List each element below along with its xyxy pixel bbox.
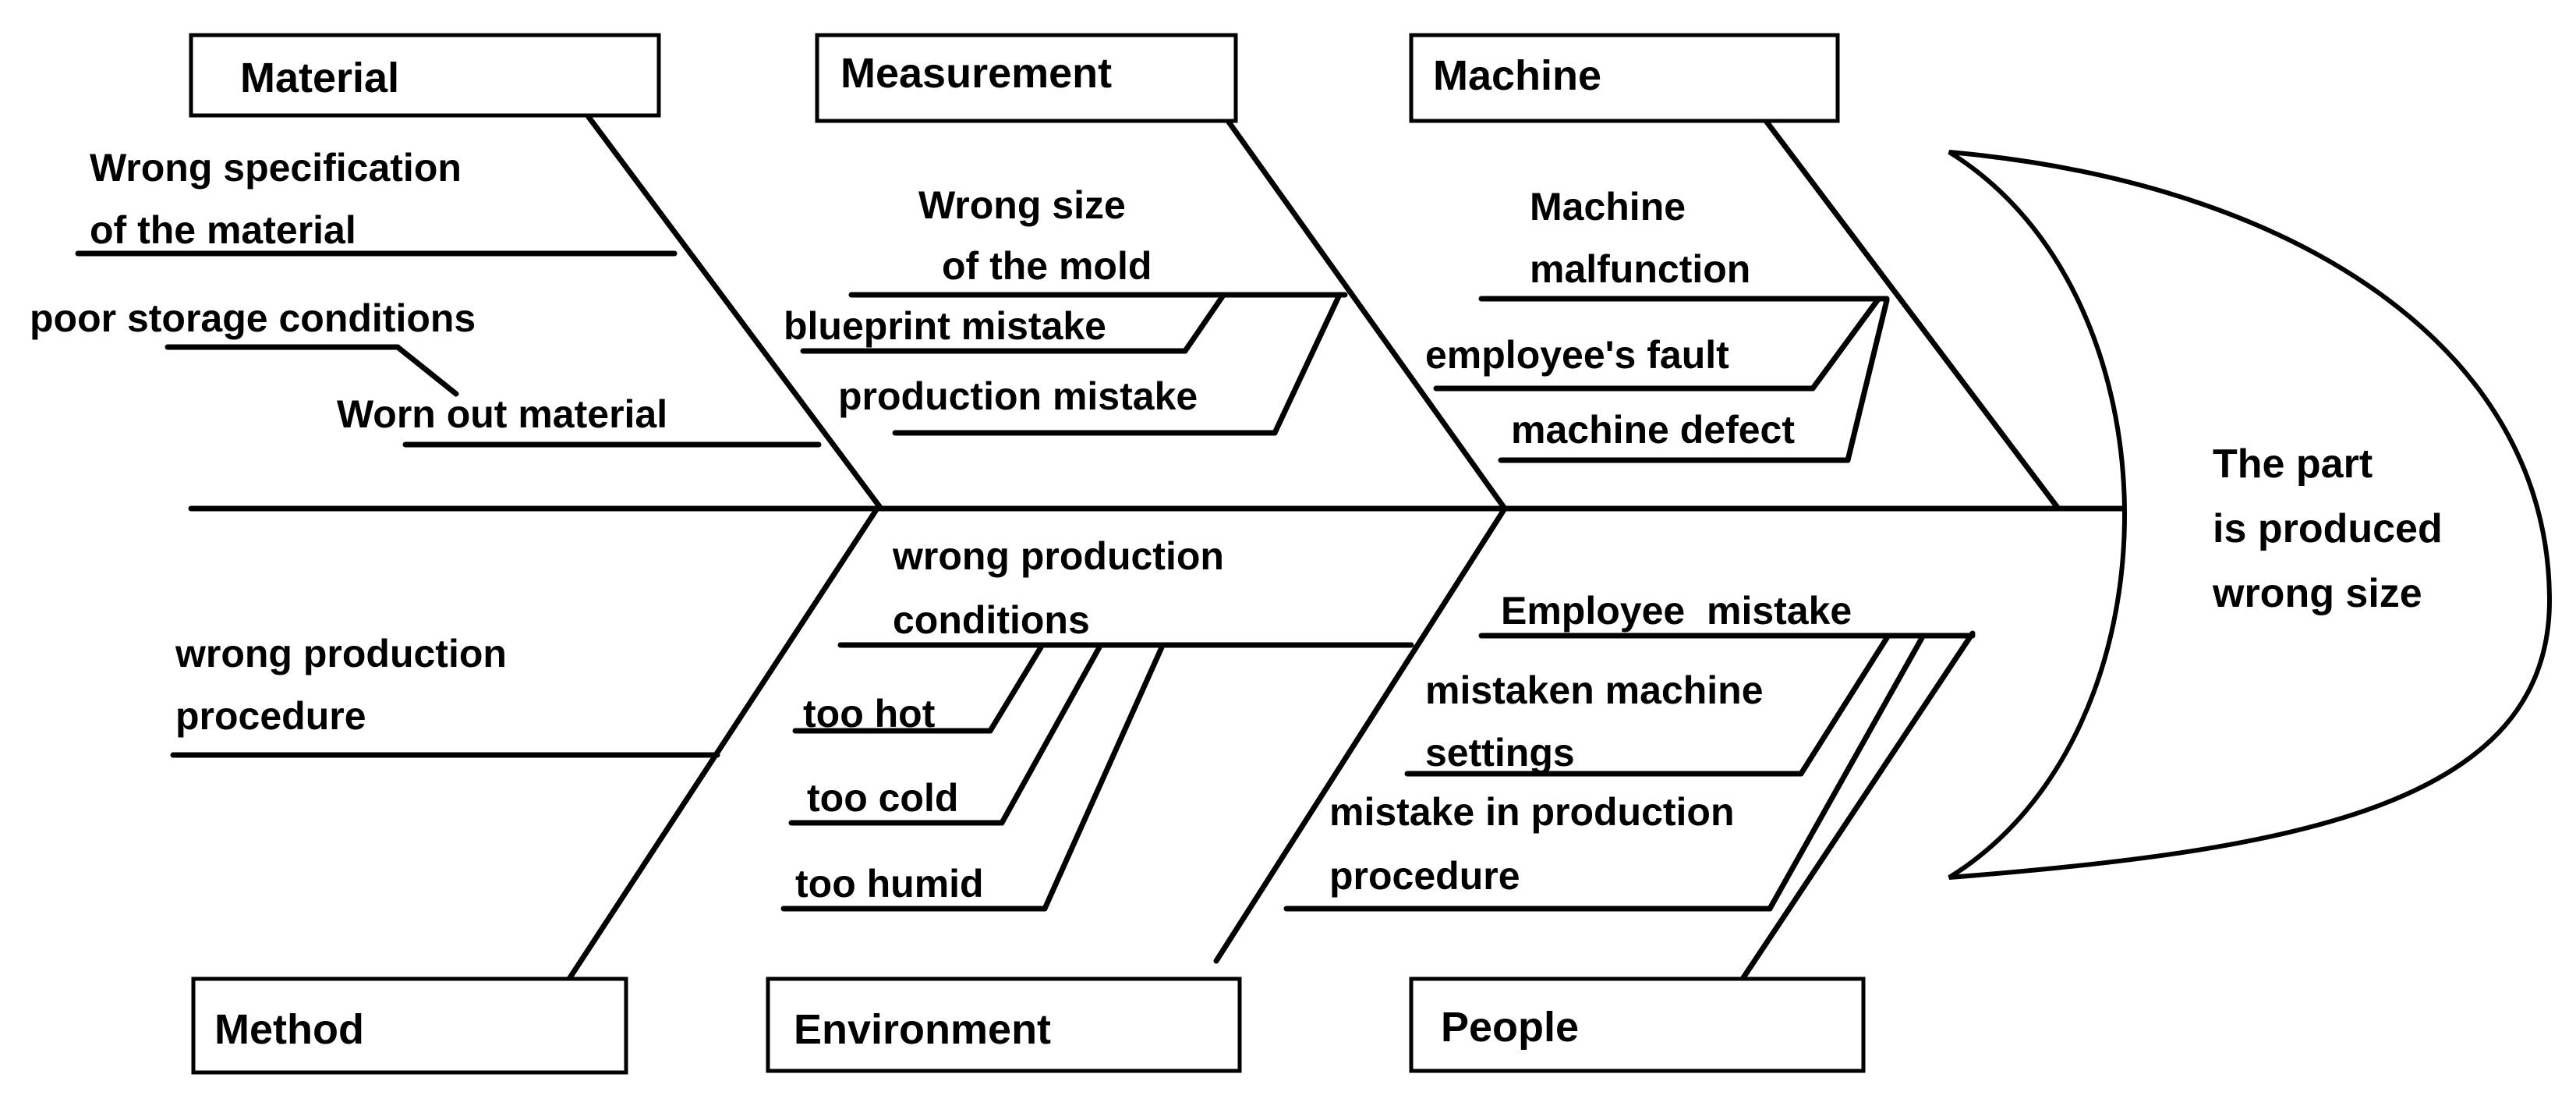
cause-line-procedure-connector [1767, 635, 1925, 912]
cause-too-cold: too cold [807, 776, 958, 820]
category-box [189, 33, 661, 118]
cause-poor-storage: poor storage conditions [30, 296, 476, 340]
cause-line-settings-connector [1798, 635, 1890, 777]
bone-material [586, 114, 884, 512]
cause-worn-out: Worn out material [337, 392, 667, 436]
cause-conditions-line-1: wrong production [892, 534, 1224, 578]
cause-line-poor-storage-connector [395, 344, 459, 397]
category-label: Measurement [840, 50, 1112, 97]
category-label: Material [240, 55, 399, 101]
cause-line-too-hot-connector [987, 644, 1044, 734]
cause-malfunction-line-2: malfunction [1530, 247, 1750, 291]
cause-procedure-line-1: mistake in production [1329, 790, 1735, 834]
cause-wrong-spec-line-2: of the material [90, 208, 356, 252]
cause-wrong-spec-line-1: Wrong specification [90, 146, 462, 190]
cause-employee-fault: employee's fault [1425, 333, 1729, 377]
cause-line-blueprint-connector [1182, 293, 1226, 354]
bone-machine [1763, 118, 2061, 512]
fish-head [1948, 150, 2553, 880]
category-measurement: Measurement [815, 33, 1238, 123]
category-material: Material [189, 33, 661, 118]
cause-blueprint: blueprint mistake [784, 304, 1106, 348]
cause-wrong-procedure-line-1: wrong production [175, 632, 507, 675]
cause-conditions-line-2: conditions [893, 598, 1090, 642]
category-box [191, 977, 628, 1075]
category-label: People [1441, 1004, 1579, 1051]
bone-people [1739, 630, 1976, 982]
cause-line-too-humid-connector [1042, 644, 1165, 912]
category-machine: Machine [1409, 33, 1840, 123]
cause-wrong-size-line-2: of the mold [942, 244, 1152, 288]
category-label: Machine [1433, 52, 1601, 99]
category-method: Method [191, 977, 628, 1075]
category-environment: Environment [766, 977, 1242, 1073]
bone-environment [1213, 505, 1508, 964]
cause-wrong-procedure-line-2: procedure [175, 694, 366, 738]
cause-line-machine-defect-connector [1845, 297, 1890, 463]
category-label: Environment [794, 1006, 1051, 1053]
cause-line-production-connector [1272, 292, 1343, 436]
cause-settings-line-2: settings [1425, 731, 1575, 774]
category-box [815, 33, 1238, 123]
cause-employee-mistake: Employee mistake [1501, 589, 1852, 633]
cause-production-mistake: production mistake [838, 374, 1198, 418]
cause-procedure-line-2: procedure [1329, 854, 1520, 898]
cause-too-humid: too humid [795, 862, 984, 906]
effect-line-3: wrong size [2212, 571, 2422, 616]
effect-line-2: is produced [2213, 506, 2443, 551]
cause-machine-defect: machine defect [1511, 408, 1795, 452]
bone-method [566, 505, 880, 982]
cause-settings-line-1: mistaken machine [1425, 668, 1764, 712]
category-box [1409, 977, 1866, 1073]
category-box [1409, 33, 1840, 123]
category-people: People [1409, 977, 1866, 1073]
bone-measurement [1225, 118, 1508, 512]
cause-wrong-size-line-1: Wrong size [918, 183, 1126, 227]
category-label: Method [214, 1006, 364, 1053]
effect-line-1: The part [2213, 441, 2373, 487]
cause-line-too-cold-connector [999, 644, 1102, 826]
cause-line-employee-fault-connector [1810, 297, 1881, 392]
category-box [766, 977, 1242, 1073]
cause-malfunction-line-1: Machine [1530, 185, 1686, 229]
